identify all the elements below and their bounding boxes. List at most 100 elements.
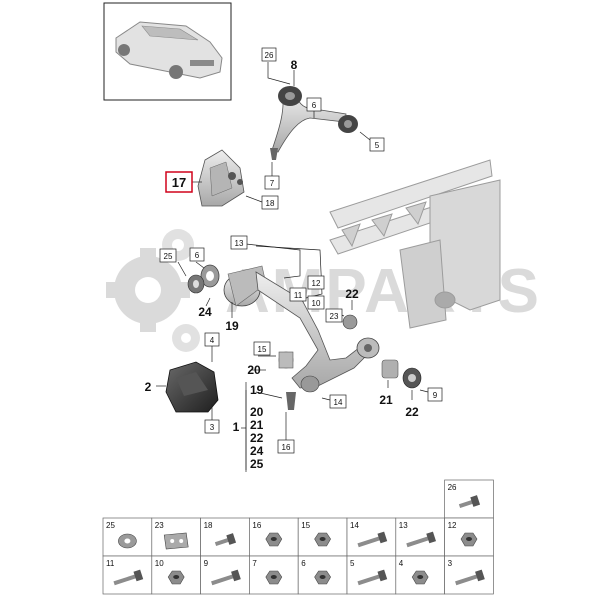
- lower-control-arm: [255, 271, 380, 410]
- parts-grid-cell[interactable]: 5: [346, 555, 397, 595]
- label-22-top[interactable]: 22: [345, 287, 359, 301]
- parts-grid-label: 6: [301, 559, 306, 568]
- label-21[interactable]: 21: [379, 393, 393, 407]
- svg-text:15: 15: [258, 345, 267, 354]
- callout-5[interactable]: 5: [369, 137, 385, 152]
- parts-grid-label: 9: [204, 559, 209, 568]
- group-item[interactable]: 24: [250, 444, 264, 458]
- callout-3[interactable]: 3: [204, 419, 220, 434]
- svg-text:13: 13: [235, 239, 244, 248]
- bracket-assembly: [197, 149, 245, 207]
- parts-grid-cell[interactable]: 12: [444, 517, 494, 557]
- vehicle-thumbnail: [103, 2, 232, 101]
- parts-grid-cell[interactable]: 25: [102, 517, 153, 557]
- callout-10[interactable]: 10: [307, 295, 325, 310]
- svg-text:10: 10: [312, 299, 321, 308]
- nut-icon: [314, 570, 331, 585]
- parts-grid-cell[interactable]: 11: [102, 555, 153, 595]
- group-item[interactable]: 19: [250, 383, 264, 397]
- svg-text:23: 23: [330, 312, 339, 321]
- parts-grid-label: 10: [155, 559, 164, 568]
- callout-23[interactable]: 23: [325, 308, 343, 323]
- callout-18[interactable]: 18: [261, 195, 279, 210]
- screw-icon: [458, 495, 481, 508]
- parts-grid-cell[interactable]: 15: [297, 517, 348, 557]
- label-17[interactable]: 17: [172, 175, 186, 190]
- parts-grid-cell[interactable]: 14: [346, 517, 397, 557]
- label-20[interactable]: 20: [247, 363, 261, 377]
- parts-grid-label: 18: [204, 521, 213, 530]
- label-19[interactable]: 19: [225, 319, 239, 333]
- svg-text:25: 25: [164, 252, 173, 261]
- callout-16[interactable]: 16: [277, 439, 295, 454]
- callout-12[interactable]: 12: [307, 275, 325, 290]
- parts-grid-cell[interactable]: 26: [444, 479, 494, 519]
- group-item[interactable]: 25: [250, 457, 264, 471]
- parts-grid-cell[interactable]: 18: [200, 517, 250, 557]
- group-item[interactable]: 22: [250, 431, 264, 445]
- svg-text:11: 11: [294, 291, 303, 300]
- callout-7[interactable]: 7: [264, 175, 280, 190]
- callout-4[interactable]: 4: [204, 332, 220, 347]
- callout-boxes: 26 6 5 7 18 13 6 25 12 11 10 23 4 15 3 1…: [159, 47, 443, 454]
- plate-icon: [163, 532, 189, 550]
- nut-icon: [314, 532, 331, 547]
- parts-grid-cell[interactable]: 3: [444, 555, 494, 595]
- nut-icon: [411, 570, 429, 585]
- callout-6b[interactable]: 6: [189, 247, 205, 262]
- group-item[interactable]: 20: [250, 405, 264, 419]
- subframe-chassis: [329, 159, 501, 329]
- parts-grid-cell[interactable]: 6: [297, 555, 348, 595]
- parts-grid-label: 16: [252, 521, 261, 530]
- callout-15[interactable]: 15: [253, 341, 271, 356]
- wheel-icon: [118, 44, 130, 56]
- main-labels: 8 24 19 22 2 20 21 22 1: [145, 58, 419, 434]
- nut-icon: [167, 570, 185, 585]
- bolt-icon: [211, 569, 241, 586]
- bolt-icon: [357, 531, 388, 548]
- screw-icon: [214, 533, 237, 546]
- bolt-icon: [357, 569, 388, 586]
- parts-grid-cell[interactable]: 9: [200, 555, 250, 595]
- parts-grid-cell[interactable]: 10: [151, 555, 201, 595]
- label-24[interactable]: 24: [198, 305, 212, 319]
- assembly-group-list: 19 20 21 22 24 25: [241, 382, 264, 472]
- parts-grid-label: 25: [106, 521, 115, 530]
- svg-text:7: 7: [270, 179, 275, 188]
- nut-icon: [460, 532, 478, 547]
- svg-text:16: 16: [282, 443, 291, 452]
- parts-grid-cell[interactable]: 16: [249, 517, 299, 557]
- parts-grid-label: 23: [155, 521, 164, 530]
- svg-text:26: 26: [265, 51, 274, 60]
- parts-grid-label: 15: [301, 521, 310, 530]
- parts-grid-cell[interactable]: 13: [395, 517, 445, 557]
- callout-6a[interactable]: 6: [306, 97, 322, 112]
- svg-text:6: 6: [195, 251, 200, 260]
- callout-13[interactable]: 13: [230, 235, 248, 250]
- wheel-icon: [169, 65, 183, 79]
- parts-grid-label: 14: [350, 521, 359, 530]
- svg-text:5: 5: [375, 141, 380, 150]
- callout-25[interactable]: 25: [159, 248, 177, 263]
- label-8[interactable]: 8: [291, 58, 298, 72]
- svg-text:18: 18: [266, 199, 275, 208]
- nut-icon: [265, 570, 283, 585]
- parts-grid-cell[interactable]: 23: [151, 517, 201, 557]
- callout-9[interactable]: 9: [427, 387, 443, 402]
- highlight-box-17[interactable]: [165, 171, 193, 193]
- label-22-bottom[interactable]: 22: [405, 405, 419, 419]
- callout-26[interactable]: 26: [261, 47, 277, 62]
- parts-grid-label: 12: [448, 521, 457, 530]
- callout-11[interactable]: 11: [289, 287, 307, 302]
- parts-grid-cell[interactable]: 7: [249, 555, 299, 595]
- label-2[interactable]: 2: [145, 380, 152, 394]
- bolt-icon: [113, 569, 144, 586]
- callout-14[interactable]: 14: [329, 394, 347, 409]
- svg-text:4: 4: [210, 336, 215, 345]
- label-1[interactable]: 1: [233, 420, 240, 434]
- bolt-icon: [406, 531, 437, 548]
- group-item[interactable]: 21: [250, 418, 264, 432]
- parts-grid-cell[interactable]: 4: [395, 555, 445, 595]
